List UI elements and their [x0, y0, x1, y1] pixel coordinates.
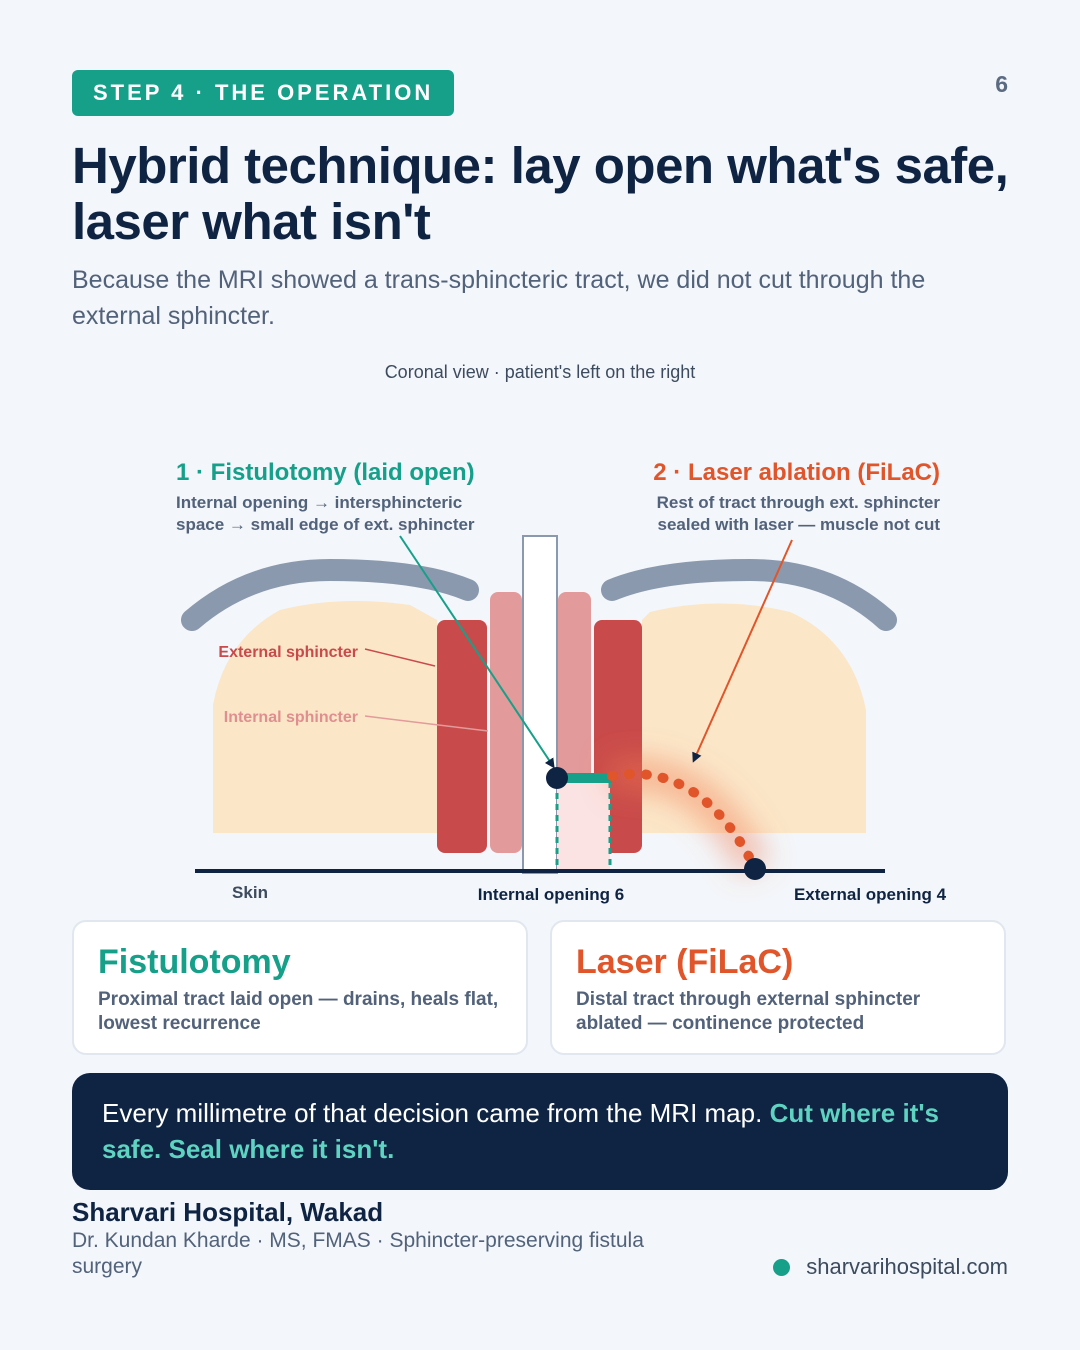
fistulotomy-card-title: Fistulotomy [98, 943, 291, 981]
external-sphincter-label: External sphincter [218, 644, 358, 661]
fistulotomy-label-line1: Internal opening → intersphincteric [176, 493, 462, 512]
laser-label-line1: Rest of tract through ext. sphincter [657, 493, 941, 512]
laser-arrow [692, 539, 793, 763]
left-external-sphincter [437, 620, 487, 853]
fistulotomy-arrow [399, 535, 555, 769]
internal-opening-marker [546, 767, 568, 789]
page-subtitle: Because the MRI showed a trans-sphincter… [72, 266, 926, 330]
website-link[interactable]: sharvarihospital.com [773, 1254, 1008, 1280]
hospital-name: Sharvari Hospital, Wakad [72, 1197, 384, 1227]
anatomy-diagram: 1 · Fistulotomy (laid open) Internal ope… [176, 459, 947, 904]
laser-card-text: Distal tract through external sphincter … [576, 989, 921, 1034]
page-title: Hybrid technique: lay open what's safe, … [72, 137, 1009, 250]
diagram-caption: Coronal view · patient's left on the rig… [384, 362, 696, 382]
fistulotomy-label-title: 1 · Fistulotomy (laid open) [176, 459, 475, 486]
right-levator-muscle [601, 558, 897, 631]
external-opening-label: External opening 4 [794, 885, 947, 904]
anal-canal [522, 535, 558, 874]
left-levator-muscle [181, 558, 479, 631]
laid-open-wound [557, 782, 610, 873]
left-fat-region [213, 601, 437, 833]
laser-card-title: Laser (FiLaC) [576, 943, 794, 981]
laser-label-line2: sealed with laser — muscle not cut [658, 515, 941, 534]
doctor-credentials: Dr. Kundan Kharde · MS, FMAS · Sphincter… [72, 1229, 644, 1278]
page-number: 6 [995, 71, 1008, 97]
callout-highlight: Cut where it's safe. Seal where it isn't… [102, 1098, 939, 1164]
laser-label-title: 2 · Laser ablation (FiLaC) [653, 459, 940, 486]
fistulotomy-card-text: Proximal tract laid open — drains, heals… [98, 989, 499, 1034]
laser-tract [607, 768, 760, 873]
website-url: sharvarihospital.com [806, 1254, 1008, 1279]
external-opening-marker [744, 858, 766, 880]
fistulotomy-label-line2: space → small edge of ext. sphincter [176, 515, 475, 534]
laser-card: Laser (FiLaC) Distal tract through exter… [550, 920, 1006, 1055]
int-sphincter-leader [364, 715, 489, 732]
callout-text: Every millimetre of that decision came f… [102, 1098, 763, 1128]
step-badge: STEP 4 · THE OPERATION [72, 70, 455, 116]
fistulotomy-card: Fistulotomy Proximal tract laid open — d… [72, 920, 528, 1055]
internal-opening-label: Internal opening 6 [478, 885, 624, 904]
internal-sphincter-label: Internal sphincter [224, 709, 358, 726]
left-internal-sphincter [490, 592, 522, 853]
callout-box: Every millimetre of that decision came f… [72, 1073, 1008, 1190]
website-dot-icon [773, 1258, 791, 1276]
skin-label: Skin [232, 883, 268, 902]
ext-sphincter-leader [364, 648, 436, 667]
